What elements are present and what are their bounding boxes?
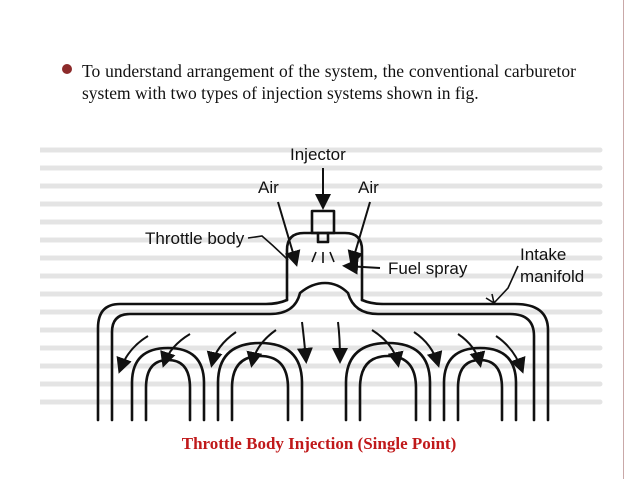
fuel-spray-arrow xyxy=(342,258,381,275)
manifold-top-inner-left xyxy=(110,281,536,422)
flow-arrows xyxy=(116,321,526,374)
fuel-spray-label: Fuel spray xyxy=(388,259,468,278)
injector-label: Injector xyxy=(290,145,346,164)
intake-manifold-outline-right xyxy=(360,298,550,422)
bullet-point: To understand arrangement of the system,… xyxy=(62,60,576,104)
figure-caption: Throttle Body Injection (Single Point) xyxy=(181,434,457,453)
injector-nozzle xyxy=(316,231,330,244)
bullet-icon xyxy=(62,64,72,74)
throttle-body-label: Throttle body xyxy=(145,229,245,248)
runner-1-inner xyxy=(144,358,192,422)
injector-body xyxy=(310,209,336,235)
intake-manifold-label-2: manifold xyxy=(520,267,584,286)
air-arrow-left xyxy=(277,201,301,267)
throttle-body-leader xyxy=(247,235,289,261)
bullet-text: To understand arrangement of the system,… xyxy=(82,61,576,103)
throttle-body-injection-diagram: Injector Air Air Throttle body Fuel spra… xyxy=(40,145,603,422)
air-label-left: Air xyxy=(258,178,279,197)
air-arrow-right xyxy=(347,201,371,267)
faint-background-text xyxy=(40,147,603,405)
fuel-spray-marks xyxy=(311,251,335,263)
air-label-right: Air xyxy=(358,178,379,197)
slide-border xyxy=(623,0,624,479)
intake-manifold-leader xyxy=(485,265,519,304)
intake-manifold-label-1: Intake xyxy=(520,245,566,264)
intake-manifold-outline xyxy=(96,298,289,422)
runner-4-inner xyxy=(456,358,504,422)
runner-1 xyxy=(130,346,206,422)
